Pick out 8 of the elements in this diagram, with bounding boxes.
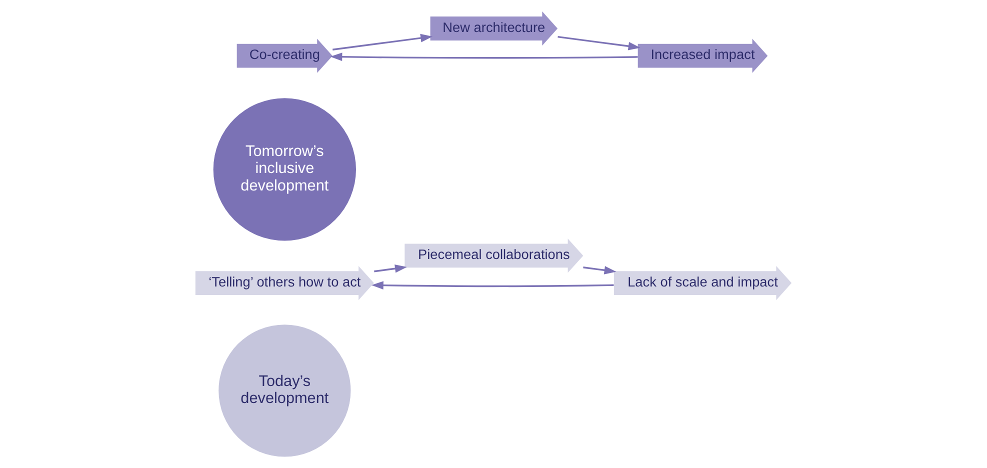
node-circle: Tomorrow’s inclusive development [213,98,356,241]
arrow [374,264,407,273]
arrow [558,36,640,50]
arrow [371,281,614,290]
node-circle: Today’s development [218,324,351,457]
arrow [583,266,616,274]
arrow [330,52,638,62]
arrow [332,34,433,50]
